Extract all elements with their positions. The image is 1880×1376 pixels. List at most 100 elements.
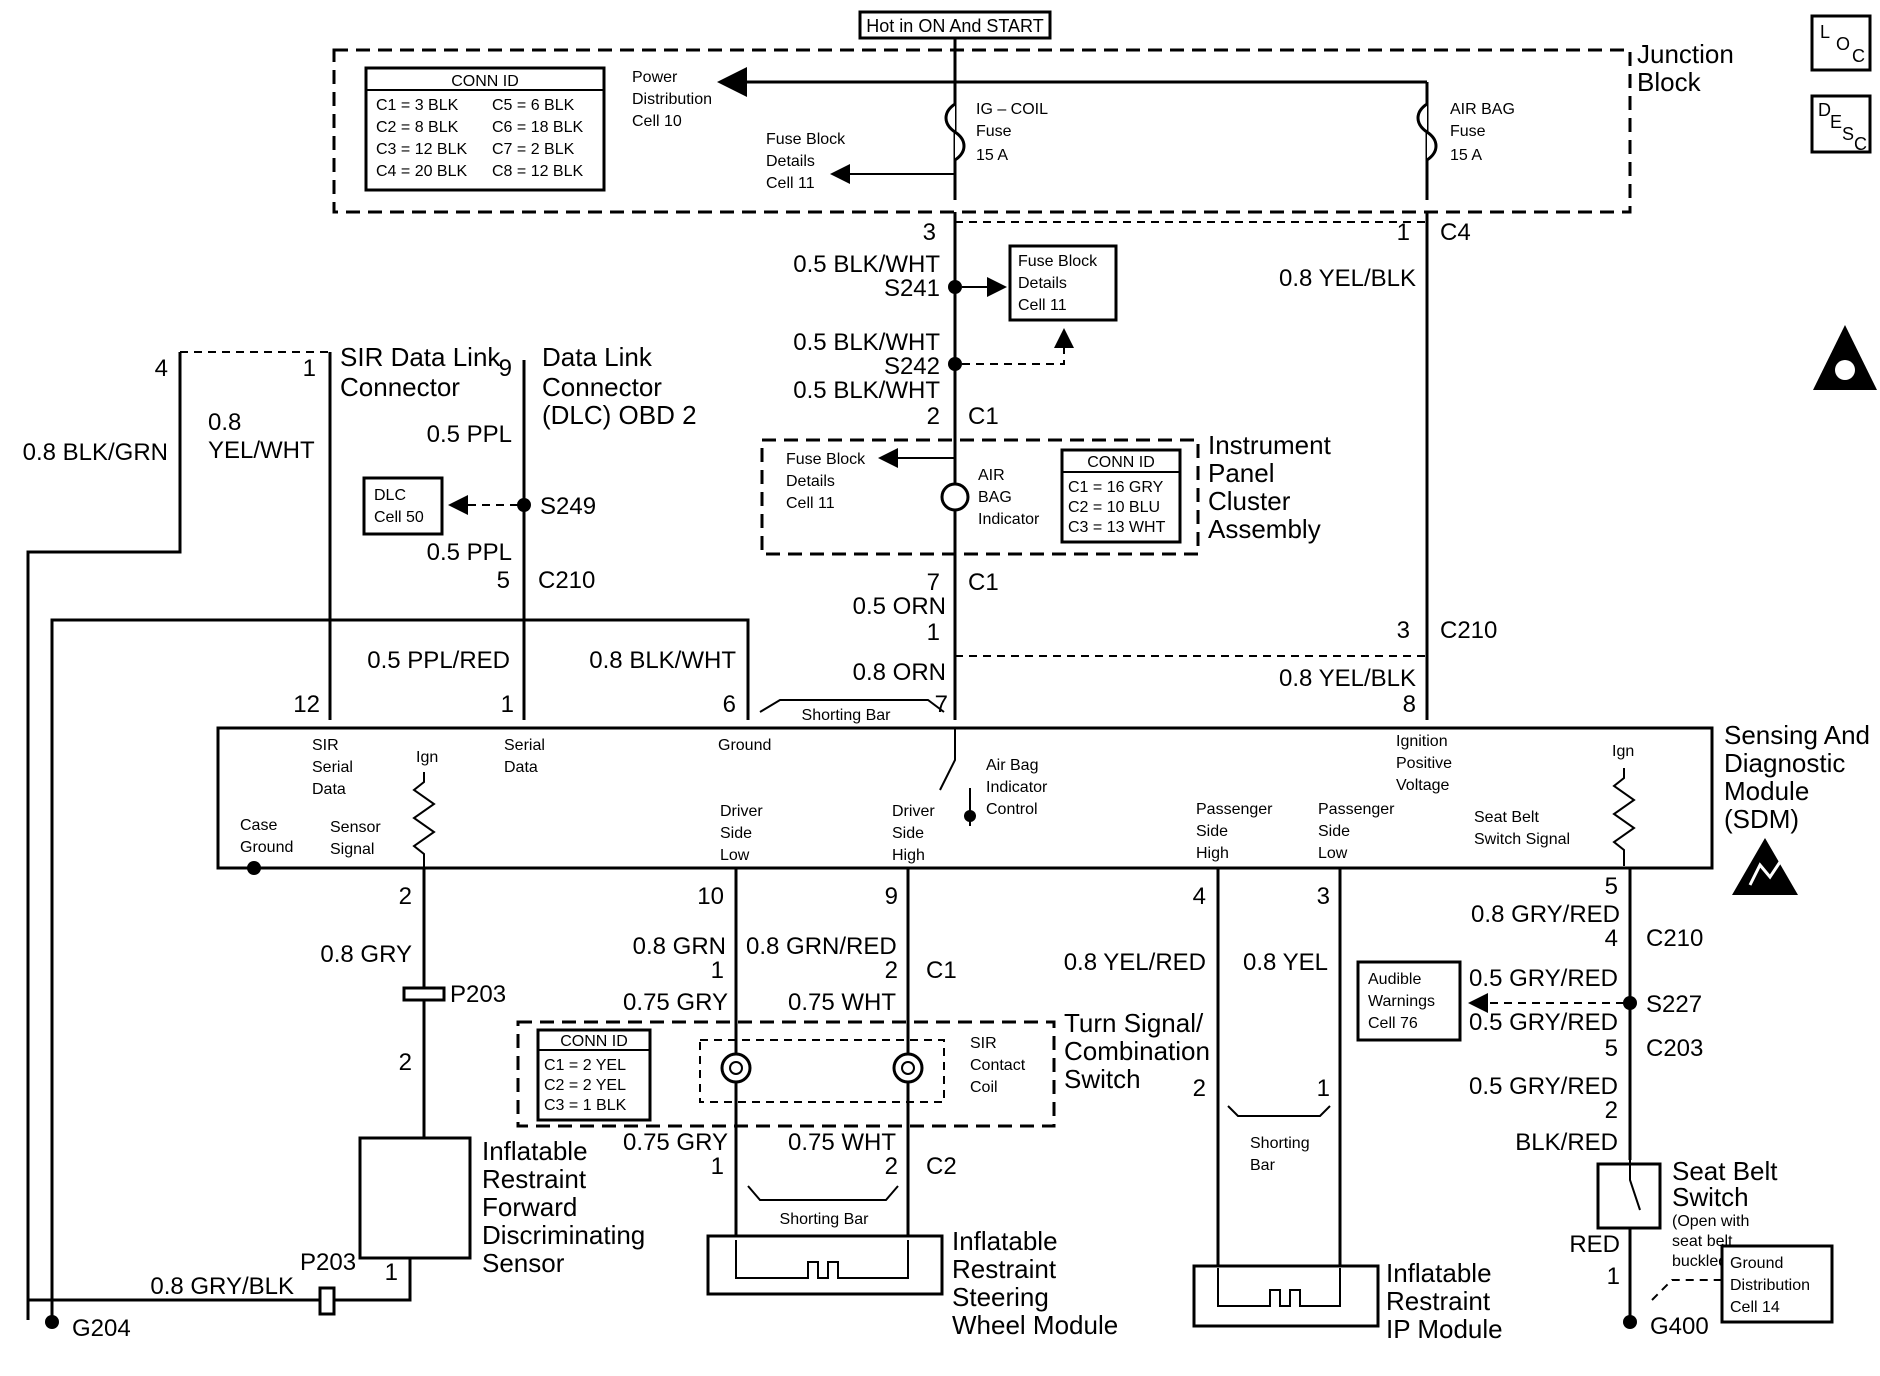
svg-text:Switch Signal: Switch Signal (1474, 831, 1570, 848)
svg-text:1: 1 (303, 355, 316, 382)
svg-text:5: 5 (1605, 873, 1618, 900)
svg-text:C5 = 6 BLK: C5 = 6 BLK (492, 97, 575, 114)
sdm-module: Sensing And Diagnostic Module (SDM) SIR … (216, 720, 1870, 875)
svg-text:2: 2 (399, 883, 412, 910)
svg-text:RED: RED (1569, 1231, 1620, 1258)
svg-text:0.75 GRY: 0.75 GRY (623, 989, 728, 1016)
ground-icon (964, 810, 976, 822)
svg-text:Positive: Positive (1396, 755, 1452, 772)
svg-text:Cell 14: Cell 14 (1730, 1299, 1780, 1316)
svg-text:Seat Belt: Seat Belt (1672, 1156, 1778, 1186)
svg-text:0.8 BLK/WHT: 0.8 BLK/WHT (589, 647, 736, 674)
svg-text:C210: C210 (538, 567, 595, 594)
svg-text:Details: Details (766, 153, 815, 170)
warning-icon (1813, 325, 1877, 390)
svg-text:Driver: Driver (720, 803, 763, 820)
svg-text:0.5 BLK/WHT: 0.5 BLK/WHT (793, 251, 940, 278)
svg-text:C2 = 2 YEL: C2 = 2 YEL (544, 1077, 626, 1094)
case-ground-icon (247, 861, 261, 875)
svg-text:Inflatable: Inflatable (482, 1136, 588, 1166)
svg-text:Fuse Block: Fuse Block (786, 451, 866, 468)
svg-text:BAG: BAG (978, 489, 1012, 506)
svg-text:G204: G204 (72, 1315, 131, 1342)
svg-text:0.8 YEL/BLK: 0.8 YEL/BLK (1279, 265, 1416, 292)
svg-text:Block: Block (1637, 67, 1702, 97)
svg-text:Data: Data (312, 781, 346, 798)
svg-text:(DLC) OBD 2: (DLC) OBD 2 (542, 400, 697, 430)
svg-text:C: C (1854, 134, 1867, 154)
svg-text:Details: Details (786, 473, 835, 490)
svg-text:2: 2 (885, 1153, 898, 1180)
svg-text:Restraint: Restraint (1386, 1286, 1491, 1316)
svg-text:C1 = 2 YEL: C1 = 2 YEL (544, 1057, 626, 1074)
svg-text:SIR: SIR (312, 737, 339, 754)
svg-text:CONN ID: CONN ID (1087, 454, 1155, 471)
svg-text:Audible: Audible (1368, 971, 1421, 988)
svg-text:4: 4 (155, 355, 168, 382)
passenger-circuit: 4 3 0.8 YEL/RED 0.8 YEL 2 1 Shorting Bar… (1064, 868, 1503, 1344)
svg-text:5: 5 (1605, 1035, 1618, 1062)
svg-text:Ignition: Ignition (1396, 733, 1448, 750)
svg-text:Instrument: Instrument (1208, 430, 1332, 460)
svg-text:Restraint: Restraint (952, 1254, 1057, 1284)
svg-text:Serial: Serial (504, 737, 545, 754)
svg-text:10: 10 (697, 883, 724, 910)
svg-text:Connector: Connector (542, 372, 662, 402)
svg-text:Restraint: Restraint (482, 1164, 587, 1194)
svg-text:Steering: Steering (952, 1282, 1049, 1312)
svg-text:Passenger: Passenger (1318, 801, 1395, 818)
svg-text:CONN ID: CONN ID (451, 73, 519, 90)
svg-text:(SDM): (SDM) (1724, 804, 1799, 834)
forward-sensor-circuit: 2 0.8 GRY P203 2 Inflatable Restraint Fo… (28, 868, 645, 1342)
svg-text:2: 2 (885, 957, 898, 984)
svg-text:1: 1 (1317, 1075, 1330, 1102)
svg-text:Wheel Module: Wheel Module (952, 1310, 1118, 1340)
svg-text:AIR: AIR (978, 467, 1005, 484)
svg-text:Bar: Bar (1250, 1157, 1276, 1174)
svg-text:C3 = 1 BLK: C3 = 1 BLK (544, 1097, 627, 1114)
svg-text:Turn Signal/: Turn Signal/ (1064, 1008, 1204, 1038)
svg-text:Distribution: Distribution (1730, 1277, 1810, 1294)
svg-text:1: 1 (1397, 219, 1410, 246)
svg-text:Distribution: Distribution (632, 91, 712, 108)
svg-text:Indicator: Indicator (978, 511, 1040, 528)
svg-text:0.5 PPL: 0.5 PPL (427, 539, 512, 566)
svg-text:S242: S242 (884, 353, 940, 380)
svg-text:S: S (1842, 124, 1854, 144)
svg-text:Air Bag: Air Bag (986, 757, 1038, 774)
svg-text:0.8 YEL/RED: 0.8 YEL/RED (1064, 949, 1206, 976)
svg-text:C1 = 3 BLK: C1 = 3 BLK (376, 97, 459, 114)
svg-text:Data: Data (504, 759, 538, 776)
svg-text:C1 = 16 GRY: C1 = 16 GRY (1068, 479, 1164, 496)
svg-text:C1: C1 (926, 957, 957, 984)
svg-text:Combination: Combination (1064, 1036, 1210, 1066)
esd-icon (1732, 838, 1798, 895)
svg-text:Driver: Driver (892, 803, 935, 820)
svg-text:Details: Details (1018, 275, 1067, 292)
svg-text:7: 7 (927, 569, 940, 596)
svg-text:1: 1 (385, 1259, 398, 1286)
svg-text:Ground: Ground (240, 839, 293, 856)
svg-text:Data Link: Data Link (542, 342, 653, 372)
svg-text:Cell 10: Cell 10 (632, 113, 682, 130)
svg-text:G400: G400 (1650, 1313, 1709, 1340)
svg-text:SIR: SIR (970, 1035, 997, 1052)
svg-text:High: High (892, 847, 925, 864)
svg-text:AIR BAG: AIR BAG (1450, 101, 1515, 118)
svg-text:SIR Data Link: SIR Data Link (340, 342, 501, 372)
svg-text:0.8: 0.8 (208, 409, 241, 436)
data-link-wires: 4 0.8 BLK/GRN 1 SIR Data Link Connector … (23, 342, 945, 1320)
svg-text:0.75 WHT: 0.75 WHT (788, 989, 896, 1016)
svg-text:2: 2 (399, 1049, 412, 1076)
svg-text:S241: S241 (884, 275, 940, 302)
svg-text:Cell 76: Cell 76 (1368, 1015, 1418, 1032)
svg-text:Cell 11: Cell 11 (766, 175, 815, 192)
svg-text:0.8 BLK/GRN: 0.8 BLK/GRN (23, 439, 168, 466)
svg-text:C: C (1852, 46, 1865, 66)
junction-block: Junction Block CONN ID C1 = 3 BLK C2 = 8… (332, 38, 1734, 214)
svg-text:6: 6 (723, 691, 736, 718)
svg-text:DLC: DLC (374, 487, 406, 504)
svg-text:C7 = 2 BLK: C7 = 2 BLK (492, 141, 575, 158)
svg-text:0.5 GRY/RED: 0.5 GRY/RED (1469, 965, 1618, 992)
svg-text:0.5 GRY/RED: 0.5 GRY/RED (1469, 1009, 1618, 1036)
